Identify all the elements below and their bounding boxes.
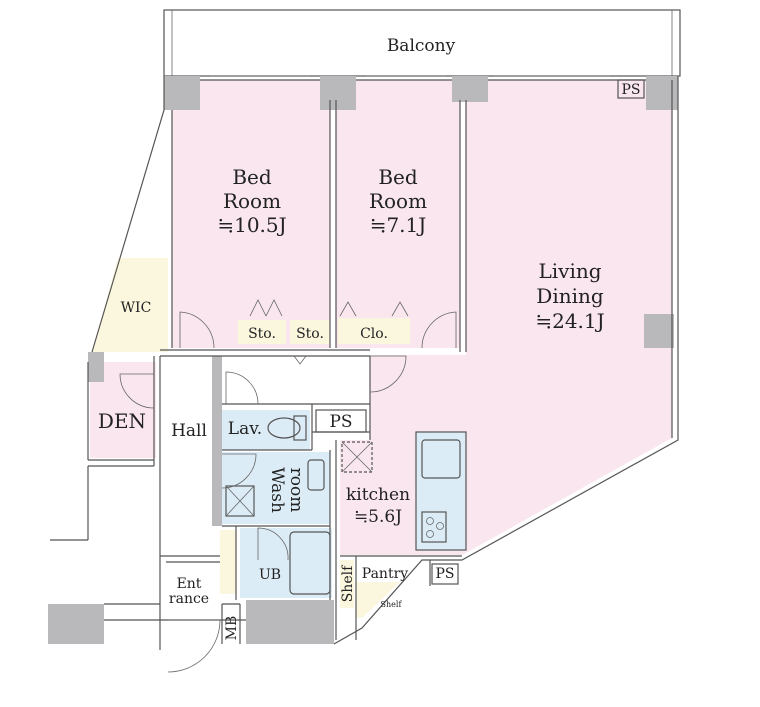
door-entrance — [167, 619, 221, 673]
kitchen-sink — [421, 439, 461, 479]
bedroom-1-floor — [172, 80, 330, 348]
pillar — [452, 76, 488, 102]
kitchen-shelf-v — [340, 560, 354, 608]
bedroom-1-area: ≒10.5J — [217, 213, 286, 237]
burner — [436, 522, 444, 530]
door-clo — [339, 301, 409, 317]
door-bedroom-1 — [179, 311, 215, 349]
pillar — [644, 314, 674, 348]
wash-label-line1: Wash — [267, 467, 287, 513]
clo-label: Clo. — [360, 326, 388, 342]
bedroom-2-floor — [336, 80, 460, 348]
bedroom-2-label-line1: Bed — [378, 165, 418, 189]
clo-floor — [338, 318, 410, 344]
pillar — [646, 76, 678, 110]
door-ub — [257, 527, 289, 561]
bedroom-1-label-line2: Room — [223, 189, 281, 213]
wic-floor — [92, 258, 168, 352]
balcony-area — [163, 9, 681, 77]
ps-mid-box — [315, 409, 367, 433]
bathtub — [289, 531, 331, 595]
hall-arrow — [293, 355, 307, 365]
washer-space — [225, 485, 255, 517]
washroom-floor — [222, 452, 330, 524]
pillar — [164, 76, 200, 110]
door-living — [369, 355, 407, 393]
washbasin — [307, 459, 325, 491]
bedroom-2-label-line2: Room — [369, 189, 427, 213]
wic-label: WIC — [121, 300, 152, 316]
ps-mid-label: PS — [329, 412, 352, 432]
sto2-label: Sto. — [296, 326, 324, 342]
door-den — [119, 373, 155, 409]
living-area: ≒24.1J — [535, 309, 604, 333]
living-label-line2: Dining — [536, 284, 604, 308]
shelf-vertical-label: Shelf — [340, 564, 356, 602]
ps-bottom-label: PS — [435, 566, 454, 582]
wall-block — [88, 352, 104, 382]
living-label-line1: Living — [538, 259, 601, 283]
door-bedroom-2 — [421, 311, 457, 349]
island-counter — [415, 431, 467, 551]
ps-top-label: PS — [621, 82, 640, 98]
ps-top-box — [617, 79, 645, 99]
stove — [421, 511, 447, 543]
shelf-small-label: Shelf — [381, 600, 403, 609]
bedroom-2-area: ≒7.1J — [370, 213, 427, 237]
bedroom-1-label-line1: Bed — [232, 165, 272, 189]
burner — [426, 517, 434, 525]
sto1-floor — [238, 320, 286, 344]
door-sto — [249, 299, 283, 317]
ub-label: UB — [259, 567, 281, 583]
door-wash — [221, 453, 257, 489]
door-lav — [225, 371, 259, 405]
lav-label: Lav. — [228, 419, 262, 439]
sto1-label: Sto. — [248, 326, 276, 342]
hall-label: Hall — [171, 421, 207, 441]
pantry-label: Pantry — [362, 566, 408, 582]
kitchen-label: kitchen — [346, 485, 410, 505]
balcony-label: Balcony — [387, 36, 456, 56]
den-label: DEN — [98, 409, 146, 433]
ps-bottom-box — [431, 563, 459, 585]
kitchen-area: ≒5.6J — [354, 507, 402, 527]
fridge-space — [341, 441, 373, 473]
entrance-label-line1: Ent — [177, 576, 202, 592]
burner — [426, 530, 434, 538]
wall-block — [48, 604, 104, 644]
pillar — [320, 76, 356, 110]
wall-block — [212, 356, 222, 526]
entrance-label-line2: rance — [169, 591, 209, 607]
toilet-tank — [293, 415, 307, 441]
ub-floor — [240, 528, 332, 598]
toilet-bowl — [267, 417, 301, 439]
pantry-shelf — [356, 582, 400, 618]
sto2-floor — [290, 320, 330, 344]
entrance-shelf — [220, 530, 236, 594]
wall-block — [246, 600, 334, 644]
mb-label: MB — [224, 616, 240, 641]
wash-label-line2: room — [286, 468, 306, 513]
lav-floor — [222, 410, 310, 450]
